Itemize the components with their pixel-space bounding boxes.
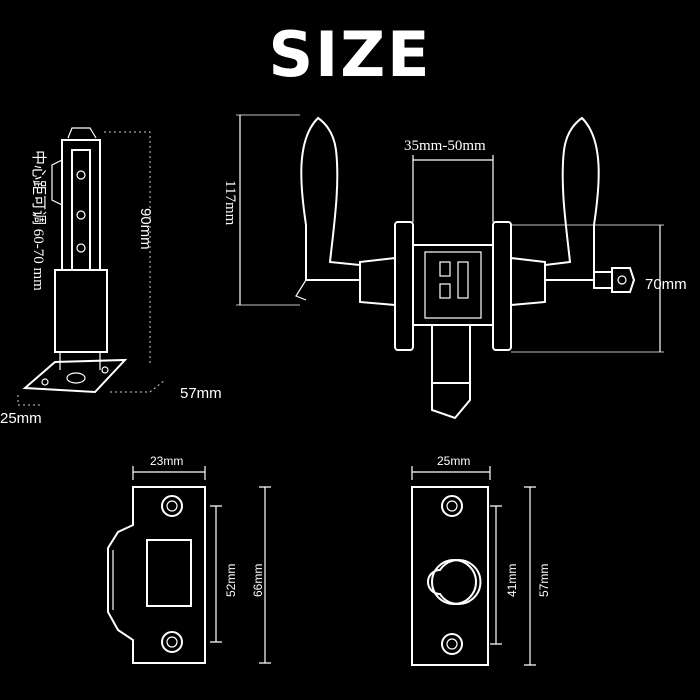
latch-height-label: 90mm (137, 208, 154, 250)
right-screw-hole-bottom (441, 633, 463, 655)
rose-diameter-ticks (511, 224, 664, 353)
left-height-line (259, 486, 271, 664)
key-hole (617, 275, 627, 285)
latch-neck (59, 352, 101, 370)
latch-spring-arm (51, 159, 63, 206)
left-screw-hole-bottom-inner (166, 636, 178, 648)
left-hole-spacing-line (210, 505, 222, 643)
latch-tube (431, 324, 471, 384)
right-screw-hole-top-inner (446, 500, 458, 512)
latch-pin (76, 243, 86, 253)
right-screw-hole-bottom-inner (446, 638, 458, 650)
right-rose (510, 256, 546, 307)
lock-chassis-slot (439, 283, 451, 299)
latch-depth-label: 57mm (180, 385, 222, 402)
left-screw-hole-top-inner (166, 500, 178, 512)
left-width-line (132, 466, 206, 480)
latch-pin (76, 170, 86, 180)
left-escutcheon (394, 221, 414, 351)
left-lever-tip (295, 279, 307, 301)
left-hole-spacing-label: 52mm (224, 564, 238, 597)
latch-base-plate (22, 358, 128, 394)
right-hole-spacing-line (490, 505, 502, 645)
right-height-line (524, 486, 536, 666)
right-hole-spacing-label: 41mm (505, 564, 519, 597)
latch-base-hole (41, 378, 49, 386)
lever-lock-drawing (236, 114, 664, 420)
key-bow (611, 267, 636, 293)
left-strike-opening (146, 539, 192, 607)
left-strike-plate (107, 486, 206, 664)
lever-height-label: 117mm (222, 180, 238, 226)
rose-diameter-label: 70mm (645, 276, 687, 293)
latch-base-hole (101, 366, 109, 374)
left-lever-handle (300, 116, 361, 281)
left-screw-hole-bottom (161, 631, 183, 653)
left-rose (359, 256, 396, 307)
latch-vertical-note: 中心距可调 60-70 mm (30, 150, 47, 291)
lock-chassis-inner (424, 251, 482, 319)
right-strike-opening (427, 559, 482, 605)
latch-width-guide (17, 395, 40, 406)
door-thickness-label: 35mm-50mm (404, 138, 486, 154)
left-height-label: 66mm (251, 564, 265, 597)
lock-chassis-slot (439, 261, 451, 277)
right-height-label: 57mm (537, 564, 551, 597)
door-thickness-line (412, 155, 494, 222)
right-escutcheon (492, 221, 512, 351)
latch-pin (76, 210, 86, 220)
right-width-line (411, 466, 491, 480)
latch-base-center (66, 372, 86, 384)
lock-chassis-bar (457, 261, 469, 299)
latch-bolt-body (61, 139, 101, 270)
latch-top-cap (67, 127, 97, 139)
latch-bolt-inner (71, 149, 91, 270)
right-screw-hole-top (441, 495, 463, 517)
right-strike-plate (411, 486, 489, 666)
left-width-label: 23mm (150, 454, 183, 468)
latch-tube-bolt (431, 383, 471, 420)
page-title: SIZE (268, 18, 432, 91)
lever-height-ticks (236, 114, 300, 306)
right-lever-handle (544, 116, 600, 281)
latch-cylinder (54, 269, 108, 353)
latch-height-guide (104, 131, 151, 365)
right-strike-round-hole (431, 559, 477, 605)
strike-plate-right-drawing (411, 466, 536, 666)
latch-width-label: 25mm (0, 410, 42, 427)
key-blade (593, 271, 613, 289)
right-width-label: 25mm (437, 454, 470, 468)
strike-plate-left-drawing (107, 466, 271, 664)
latch-depth-guide (110, 379, 166, 393)
latch-drawing (17, 127, 166, 406)
left-screw-hole-top (161, 495, 183, 517)
